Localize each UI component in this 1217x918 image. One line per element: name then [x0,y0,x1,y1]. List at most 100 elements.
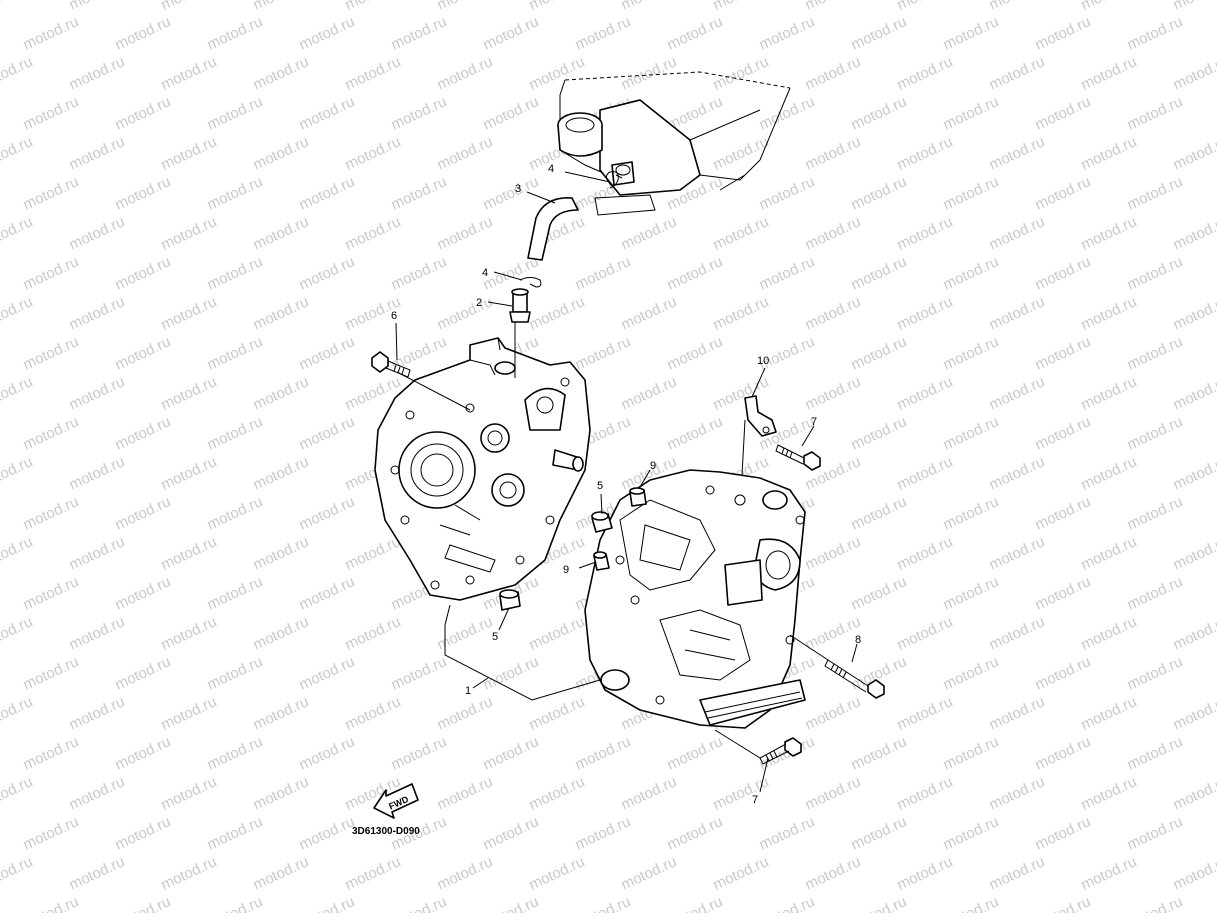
diagram-code: 3D61300-D090 [352,826,420,837]
watermark-text: motod.ru [435,133,496,173]
watermark-text: motod.ru [527,853,588,893]
watermark-text: motod.ru [895,0,956,14]
watermark-text: motod.ru [159,0,220,14]
watermark-text: motod.ru [67,613,128,653]
watermark-text: motod.ru [665,813,726,853]
watermark-text: motod.ru [481,653,542,693]
watermark-text: motod.ru [527,773,588,813]
watermark-text: motod.ru [895,693,956,733]
watermark-text: motod.ru [0,453,35,493]
watermark-text: motod.ru [987,213,1048,253]
watermark-text: motod.ru [987,373,1048,413]
watermark-text: motod.ru [1033,13,1094,53]
watermark-text: motod.ru [251,773,312,813]
watermark-text: motod.ru [0,373,35,413]
watermark-text: motod.ru [987,53,1048,93]
watermark-text: motod.ru [1125,573,1186,613]
watermark-text: motod.ru [1125,493,1186,533]
watermark-text: motod.ru [435,0,496,14]
callout-1: 1 [465,685,471,697]
watermark-text: motod.ru [1033,413,1094,453]
watermark-text: motod.ru [205,493,266,533]
watermark-text: motod.ru [987,613,1048,653]
watermark-text: motod.ru [803,693,864,733]
watermark-text: motod.ru [849,93,910,133]
watermark-text: motod.ru [895,373,956,413]
watermark-text: motod.ru [1171,613,1217,653]
watermark-text: motod.ru [435,853,496,893]
callout-5-lower: 5 [492,631,498,643]
watermark-text: motod.ru [619,213,680,253]
watermark-text: motod.ru [527,613,588,653]
watermark-text: motod.ru [297,653,358,693]
watermark-text: motod.ru [1079,453,1140,493]
watermark-text: motod.ru [67,53,128,93]
watermark-text: motod.ru [711,0,772,14]
watermark-text: motod.ru [803,373,864,413]
watermark-text: motod.ru [343,0,404,14]
watermark-text: motod.ru [113,173,174,213]
watermark-text: motod.ru [435,53,496,93]
watermark-text: motod.ru [573,893,634,913]
watermark-text: motod.ru [1079,373,1140,413]
watermark-text: motod.ru [849,13,910,53]
watermark-text: motod.ru [21,893,82,913]
watermark-text: motod.ru [619,0,680,14]
watermark-text: motod.ru [803,533,864,573]
watermark-text: motod.ru [1079,693,1140,733]
watermark-text: motod.ru [251,613,312,653]
watermark-text: motod.ru [803,0,864,14]
watermark-text: motod.ru [665,733,726,773]
watermark-text: motod.ru [481,13,542,53]
watermark-text: motod.ru [573,813,634,853]
callout-4-lower: 4 [482,267,488,279]
watermark-text: motod.ru [21,253,82,293]
watermark-text: motod.ru [159,53,220,93]
watermark-text: motod.ru [1125,333,1186,373]
watermark-text: motod.ru [435,773,496,813]
watermark-text: motod.ru [1171,853,1217,893]
watermark-text: motod.ru [895,613,956,653]
watermark-text: motod.ru [1125,893,1186,913]
watermark-text: motod.ru [987,853,1048,893]
watermark-text: motod.ru [849,813,910,853]
watermark-text: motod.ru [481,733,542,773]
watermark-text: motod.ru [757,253,818,293]
watermark-text: motod.ru [481,93,542,133]
watermark-text: motod.ru [205,733,266,773]
watermark-text: motod.ru [941,653,1002,693]
watermark-text: motod.ru [0,53,35,93]
watermark-text: motod.ru [159,613,220,653]
watermark-text: motod.ru [1079,613,1140,653]
watermark-text: motod.ru [849,573,910,613]
watermark-text: motod.ru [1171,693,1217,733]
watermark-text: motod.ru [159,773,220,813]
watermark-text: motod.ru [987,293,1048,333]
watermark-text: motod.ru [113,93,174,133]
watermark-text: motod.ru [619,373,680,413]
watermark-text: motod.ru [941,333,1002,373]
watermark-text: motod.ru [481,813,542,853]
watermark-text: motod.ru [251,0,312,14]
watermark-text: motod.ru [1125,13,1186,53]
watermark-text: motod.ru [1171,53,1217,93]
watermark-text: motod.ru [159,133,220,173]
watermark-text: motod.ru [67,213,128,253]
watermark-text: motod.ru [481,893,542,913]
callout-2: 2 [476,297,482,309]
callout-4-upper: 4 [548,163,554,175]
watermark-text: motod.ru [21,813,82,853]
watermark-text: motod.ru [1033,893,1094,913]
watermark-text: motod.ru [0,773,35,813]
watermark-text: motod.ru [0,853,35,893]
watermark-text: motod.ru [573,253,634,293]
dowel-pin-9-lower [594,552,609,570]
watermark-text: motod.ru [895,533,956,573]
watermark-text: motod.ru [1125,93,1186,133]
watermark-text: motod.ru [1171,293,1217,333]
watermark-text: motod.ru [987,0,1048,14]
dowel-pin-5-lower [500,590,520,610]
watermark-text: motod.ru [619,293,680,333]
callout-3: 3 [515,183,521,195]
